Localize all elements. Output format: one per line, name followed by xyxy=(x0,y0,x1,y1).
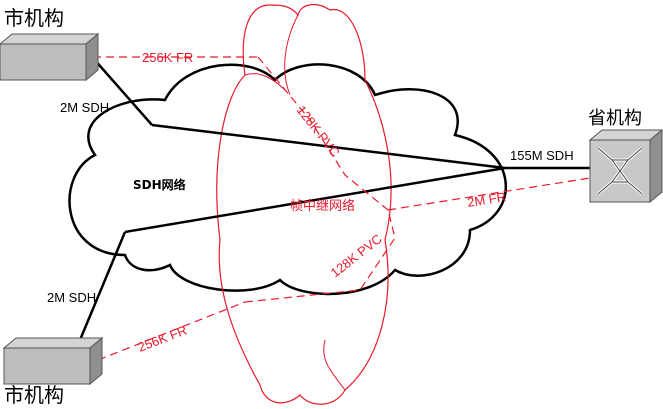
city-device-top-icon xyxy=(0,32,100,82)
sdh-link-bottom-to-province xyxy=(124,166,506,234)
pvc-link-top xyxy=(257,56,389,211)
sdh-province-label: 155M SDH xyxy=(510,148,574,163)
sdh-link-top-city xyxy=(92,57,153,126)
fr-bottom-label: 256K FR xyxy=(136,322,189,354)
sdh-network-label: SDH网络 xyxy=(133,177,186,192)
province-switch-icon xyxy=(588,128,663,204)
sdh-top-label: 2M SDH xyxy=(60,100,109,115)
province-label: 省机构 xyxy=(588,108,642,129)
frame-relay-network-label: 帧中继网络 xyxy=(290,198,355,214)
fr-province-label: 2M FR xyxy=(466,189,507,210)
city-device-bottom-icon xyxy=(2,336,104,386)
sdh-link-top-to-province xyxy=(151,123,506,170)
fr-top-label: 256K FR xyxy=(142,50,193,65)
fr-link-province xyxy=(387,177,591,211)
city-label-bottom: 市机构 xyxy=(4,383,64,407)
city-label-top: 市机构 xyxy=(4,6,64,30)
sdh-network-cloud xyxy=(68,63,507,296)
frame-relay-cloud xyxy=(216,3,392,405)
sdh-link-bottom-city xyxy=(78,231,127,341)
sdh-bottom-label: 2M SDH xyxy=(47,290,96,305)
frame-relay-cloud-inner xyxy=(244,14,346,391)
pvc-link-bottom xyxy=(244,209,396,303)
fr-link-bottom xyxy=(97,301,246,361)
